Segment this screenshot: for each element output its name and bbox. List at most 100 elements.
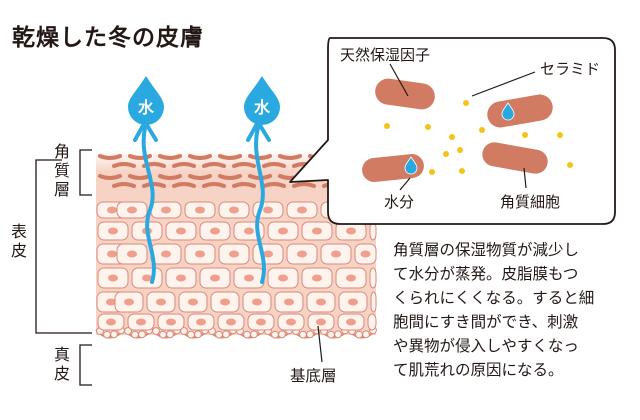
basal-cell: [138, 330, 146, 339]
callout-leaders: [389, 63, 536, 191]
cell-nucleus: [108, 227, 118, 235]
cell-nucleus: [226, 318, 236, 326]
basal-cell: [334, 330, 342, 339]
cell-nucleus: [316, 318, 326, 326]
description-line: て肌荒れの原因になる。: [393, 361, 564, 379]
magnified-callout: [289, 37, 616, 225]
cell-nucleus: [346, 227, 356, 235]
basal-cell: [250, 330, 258, 339]
cell-nucleus: [244, 227, 254, 235]
description-text: 角質層の保湿物質が減少し て水分が蒸発。皮脂膜もつ くられにくくなる。すると細 …: [393, 238, 633, 382]
basal-cell: [194, 330, 202, 339]
cell-nucleus: [286, 318, 296, 326]
basal-layer-pointer: [317, 325, 323, 363]
corneum-streak: [158, 154, 182, 160]
cell-nucleus: [312, 227, 322, 235]
corneum-streak: [112, 162, 136, 168]
cell-nucleus: [278, 227, 288, 235]
water-drop-label: 水: [138, 98, 155, 117]
cell-nucleus: [316, 298, 326, 306]
corneum-streak: [188, 154, 212, 160]
corneum-streak: [112, 182, 136, 188]
water-drop-icon-left: 水: [128, 76, 164, 125]
corneum-streak: [248, 154, 272, 160]
page-title: 乾燥した冬の皮膚: [12, 25, 204, 51]
cell-nucleus: [244, 274, 254, 282]
epidermal-cell: [367, 313, 377, 331]
basal-cell: [278, 330, 286, 339]
cell-nucleus: [195, 206, 205, 214]
cell-nucleus: [106, 318, 116, 326]
label-dermis: 真皮: [53, 345, 71, 383]
basal-cell: [271, 330, 279, 339]
basal-cell: [103, 330, 111, 339]
label-basal-layer: 基底層: [290, 367, 337, 385]
cell-nucleus: [252, 298, 262, 306]
corneum-streak: [202, 162, 226, 168]
corneum-streak: [262, 162, 286, 168]
cell-nucleus: [360, 250, 371, 258]
label-epidermis: 表皮: [10, 222, 28, 260]
corneum-streak: [278, 154, 302, 160]
cell-nucleus: [107, 250, 117, 258]
cell-nucleus: [127, 250, 137, 258]
label-corneocyte: 角質細胞: [500, 193, 561, 211]
cell-nucleus: [188, 298, 198, 306]
cell-nucleus: [161, 250, 171, 258]
cell-nucleus: [297, 250, 307, 258]
description-line: 角質層の保湿物質が減少し: [393, 241, 580, 259]
layer-brackets: [35, 149, 92, 386]
cell-nucleus: [229, 206, 239, 214]
corneum-streak: [202, 182, 226, 188]
label-stratum-corneum-text: 角質層: [53, 142, 70, 199]
cell-nucleus: [284, 298, 294, 306]
cell-nucleus: [346, 274, 356, 282]
cell-nucleus: [108, 274, 118, 282]
basal-cell: [215, 330, 223, 339]
cell-nucleus: [229, 250, 239, 258]
cell-nucleus: [312, 274, 322, 282]
water-small-drop-icon: [501, 102, 515, 121]
water-drop-icon-right: 水: [244, 76, 280, 125]
basal-cell: [152, 327, 160, 335]
cell-nucleus: [166, 318, 176, 326]
corneum-streak: [262, 182, 286, 188]
basal-cell: [110, 330, 118, 339]
cell-nucleus: [107, 206, 117, 214]
corneum-streak: [158, 174, 182, 180]
cell-nucleus: [176, 227, 186, 235]
cell-nucleus: [195, 250, 205, 258]
cell-nucleus: [210, 274, 220, 282]
label-water: 水分: [384, 193, 415, 211]
label-ceramide: セラミド: [540, 60, 601, 78]
basal-cell: [166, 330, 174, 339]
corneum-streak: [292, 182, 316, 188]
cell-nucleus: [348, 298, 358, 306]
basal-cell: [299, 330, 307, 339]
ceramide-dots: [384, 100, 573, 175]
corneum-streak: [172, 162, 196, 168]
basal-cell: [159, 330, 167, 339]
label-stratum-corneum: 角質層: [53, 142, 71, 199]
corneum-streak: [218, 174, 242, 180]
corneum-streak: [142, 182, 166, 188]
cell-nucleus: [142, 274, 152, 282]
cell-nucleus: [106, 298, 116, 306]
description-line: 胞間にすき間ができ、刺激: [393, 313, 579, 331]
cell-nucleus: [161, 206, 171, 214]
label-epidermis-text: 表皮: [10, 222, 27, 260]
epidermal-cell: [369, 267, 377, 289]
description-line: や異物が侵入しやすくなっ: [393, 337, 579, 355]
cell-nucleus: [346, 318, 356, 326]
basal-cell: [243, 330, 251, 339]
corneum-streak: [232, 182, 256, 188]
cell-nucleus: [127, 206, 137, 214]
label-natural-moisturizing-factor: 天然保湿因子: [340, 46, 431, 64]
basal-cell: [124, 327, 132, 335]
cell-nucleus: [263, 206, 273, 214]
corneum-streak: [128, 174, 152, 180]
cell-nucleus: [156, 298, 166, 306]
cell-nucleus: [331, 250, 341, 258]
cell-nucleus: [196, 318, 206, 326]
corneum-streak: [128, 154, 152, 160]
